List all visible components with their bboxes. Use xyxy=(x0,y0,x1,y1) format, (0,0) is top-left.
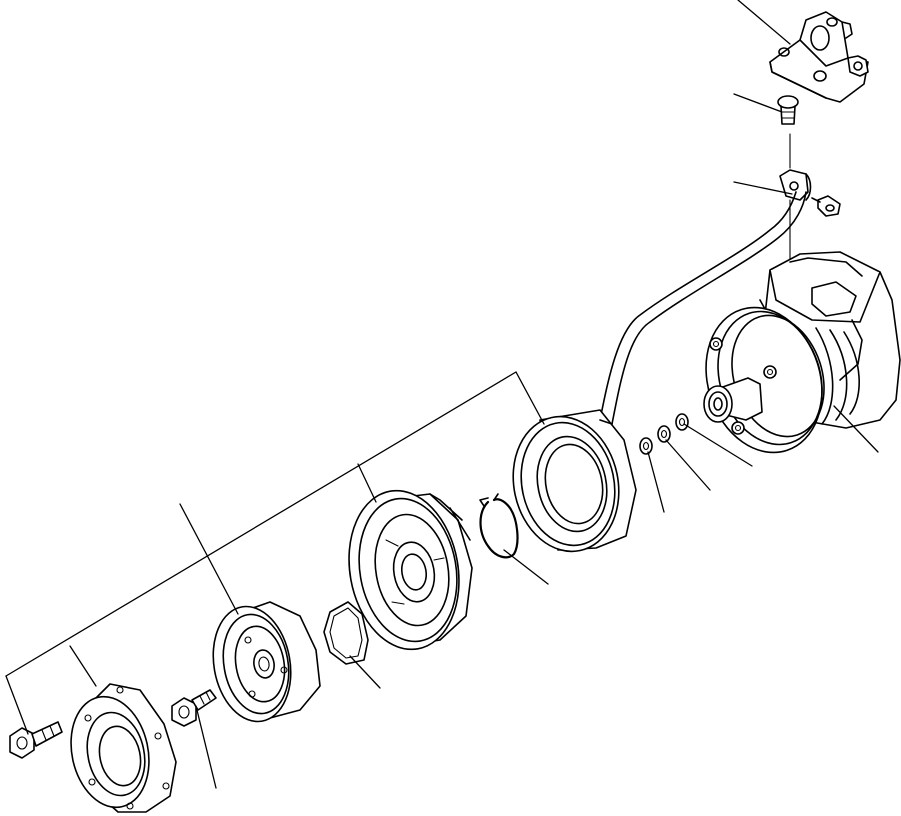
shim-1 xyxy=(639,437,653,455)
spacer-ring xyxy=(323,601,369,665)
pulley xyxy=(348,489,473,651)
mounting-screw xyxy=(777,95,799,125)
compressor-body xyxy=(703,251,901,454)
shim-3 xyxy=(675,413,689,431)
snap-ring xyxy=(479,493,519,559)
bolt-center xyxy=(171,689,217,727)
pressure-plate xyxy=(212,601,321,723)
expansion-valve-block xyxy=(769,11,869,103)
leader-lines xyxy=(5,0,879,789)
front-cover xyxy=(70,683,177,813)
field-coil xyxy=(512,409,637,553)
bolt-left xyxy=(9,721,63,759)
connector xyxy=(811,195,841,217)
shim-2 xyxy=(657,425,671,443)
